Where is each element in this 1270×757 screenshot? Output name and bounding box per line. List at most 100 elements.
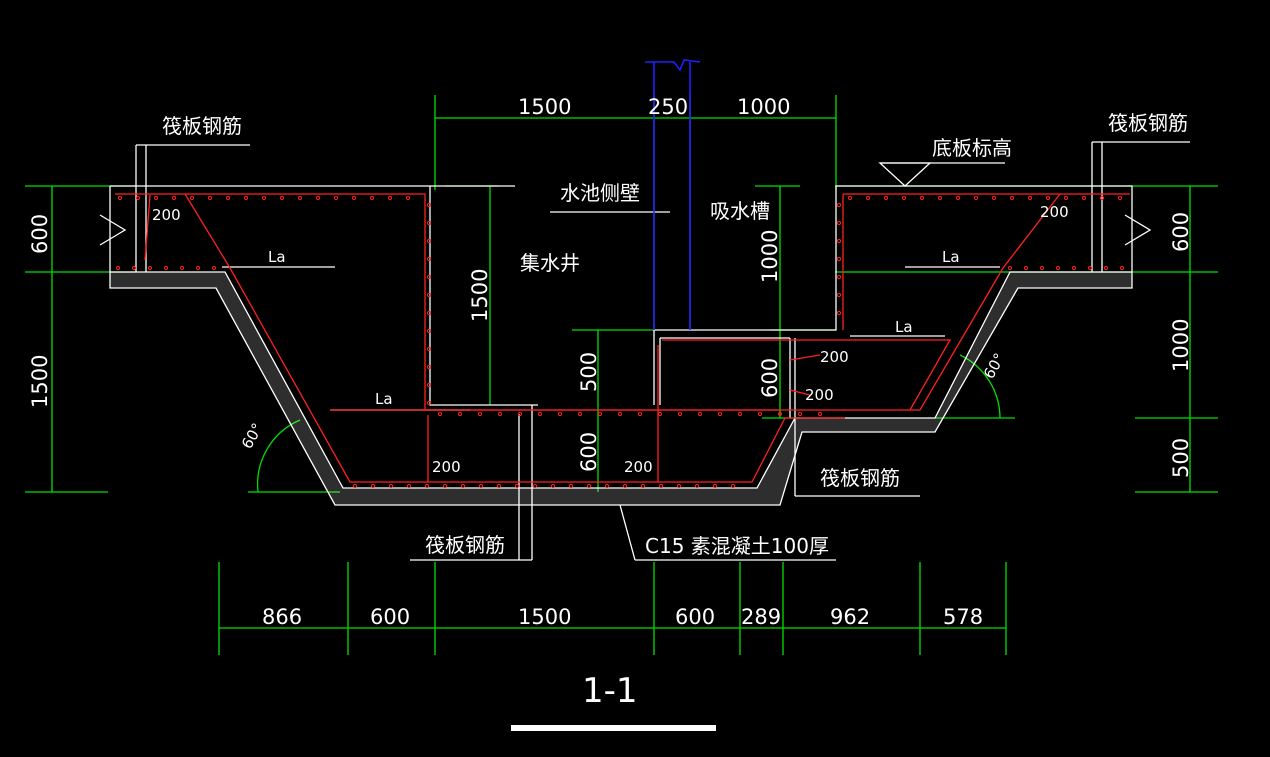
rebar-dot [426, 256, 432, 262]
rebar-dot [496, 483, 502, 489]
rebar-dot [836, 256, 842, 262]
section-title: 1-1 [582, 671, 638, 711]
rebar-dot [836, 202, 842, 208]
rebar-dot [657, 411, 663, 417]
dim-bottom-4: 600 [675, 605, 715, 629]
section-underline [511, 725, 716, 731]
dim-left-1: 600 [28, 214, 52, 254]
dim-top-3: 1000 [737, 95, 790, 119]
rebar-dot [883, 195, 889, 201]
rebar-dot [315, 195, 321, 201]
rebar-dot [737, 411, 743, 417]
rebar-dot [1039, 265, 1045, 271]
rebar-dot [426, 292, 432, 298]
rebar-dot [1023, 265, 1029, 271]
dim-bottom-7: 578 [943, 605, 983, 629]
dim-inner-4: 1000 [758, 230, 782, 283]
rebar-dot [115, 265, 121, 271]
rebar-dot [153, 195, 159, 201]
rebar-dot [797, 411, 803, 417]
dim-right-1: 600 [1169, 212, 1193, 252]
rebar-dot [637, 411, 643, 417]
rebar-dot [836, 238, 842, 244]
rebar-dot [836, 220, 842, 226]
rebar-dot [1045, 195, 1051, 201]
rebar-dot [1055, 265, 1061, 271]
plain-concrete-cushion [109, 271, 1133, 506]
rebar-dot [189, 195, 195, 201]
rebar-dot [388, 483, 394, 489]
raft-rebar-label-right: 筏板钢筋 [1108, 111, 1188, 135]
dim-200-2: 200 [1040, 203, 1069, 221]
dim-left-2: 1500 [28, 355, 52, 408]
rebar-dot [426, 400, 432, 406]
rebar-dot [1117, 195, 1123, 201]
raft-rebar-label-left: 筏板钢筋 [162, 114, 242, 138]
rebar-dot [730, 483, 736, 489]
rebar-dot [207, 195, 213, 201]
dimension-lines [25, 95, 1218, 655]
rebar-dot [442, 483, 448, 489]
rebar-dot [426, 238, 432, 244]
rebar-lines [115, 193, 1130, 483]
raft-rebar-label-right-lower: 筏板钢筋 [820, 466, 900, 490]
rebar-dot [836, 310, 842, 316]
wall-axis [645, 59, 701, 330]
rebar-dot [577, 411, 583, 417]
la-label-3: La [895, 318, 913, 336]
rebar-dot [279, 195, 285, 201]
rebar-dot [640, 483, 646, 489]
dim-inner-3: 600 [577, 432, 601, 472]
dim-bottom-5: 289 [741, 605, 781, 629]
rebar-dot [426, 364, 432, 370]
floor-elevation-label: 底板标高 [932, 136, 1012, 160]
dim-inner-2: 500 [577, 352, 601, 392]
rebar-dot [717, 411, 723, 417]
rebar-dot [426, 274, 432, 280]
la-label-4: La [375, 390, 393, 408]
rebar-dots [115, 195, 1125, 489]
rebar-dot [865, 195, 871, 201]
rebar-dot [836, 292, 842, 298]
dim-bottom-1: 866 [262, 605, 302, 629]
rebar-dot [426, 202, 432, 208]
rebar-dot [478, 483, 484, 489]
rebar-dot [712, 483, 718, 489]
rebar-dot [836, 274, 842, 280]
rebar-dot [973, 195, 979, 201]
rebar-dot [261, 195, 267, 201]
dim-200-5: 200 [820, 348, 849, 366]
rebar-dot [437, 411, 443, 417]
rebar-dot [426, 220, 432, 226]
rebar-dot [550, 483, 556, 489]
rebar-dot [1009, 195, 1015, 201]
labels: 筏板钢筋 筏板钢筋 水池侧壁 集水井 吸水槽 底板标高 C15 素混凝土100厚… [152, 111, 1188, 711]
rebar-dot [517, 411, 523, 417]
rebar-dot [817, 411, 823, 417]
angle-label-left: 60° [238, 420, 267, 452]
structure-outline [99, 141, 1190, 731]
dim-bottom-3: 1500 [518, 605, 571, 629]
rebar-dot [135, 195, 141, 201]
rebar-dot [694, 483, 700, 489]
rebar-dot [195, 265, 201, 271]
rebar-dot [457, 411, 463, 417]
rebar-dot [225, 195, 231, 201]
rebar-dot [426, 310, 432, 316]
rebar-dot [919, 195, 925, 201]
dim-inner-5: 600 [758, 358, 782, 398]
rebar-dot [1027, 195, 1033, 201]
rebar-dot [586, 483, 592, 489]
rebar-dot [514, 483, 520, 489]
rebar-dot [757, 411, 763, 417]
rebar-dot [955, 195, 961, 201]
dim-200-3: 200 [432, 458, 461, 476]
dim-top-2: 250 [648, 95, 688, 119]
rebar-dot [117, 195, 123, 201]
rebar-dot [677, 411, 683, 417]
rebar-dot [426, 346, 432, 352]
rebar-dot [1099, 195, 1105, 201]
dim-bottom-2: 600 [370, 605, 410, 629]
rebar-dot [676, 483, 682, 489]
